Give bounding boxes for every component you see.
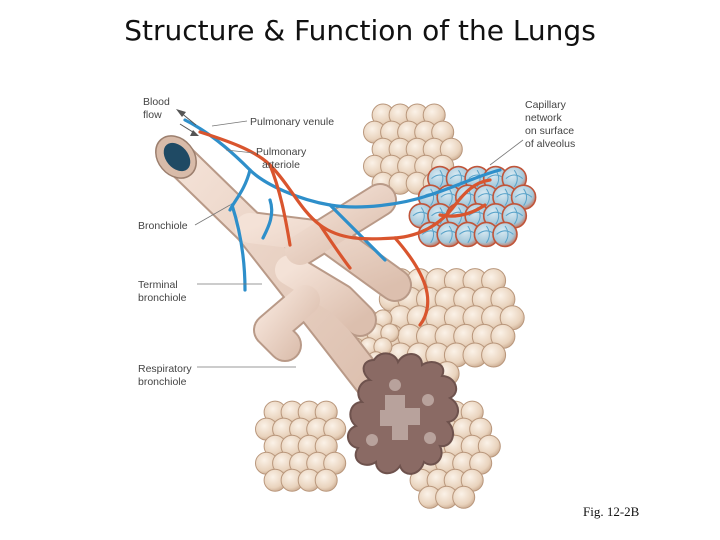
alveolar-sac-cross-section (347, 352, 459, 475)
capillary-line (505, 169, 524, 188)
capillary-network-sac (408, 165, 537, 248)
label-pulmonary-venule: Pulmonary venule (250, 116, 334, 128)
label-terminal-bronchiole: Terminal bronchiole (138, 279, 187, 304)
capillary-line (496, 225, 514, 244)
alveolus (492, 221, 518, 248)
pulmonary-arteriole (198, 130, 492, 327)
alveolar-sac-middle (378, 268, 525, 387)
alveolar-sac-lower-left (255, 309, 400, 492)
capillary-line (505, 207, 524, 225)
pulmonary-venule (183, 118, 502, 292)
alveolus (481, 342, 507, 368)
label-blood-flow: Blood flow (143, 96, 173, 121)
blood-flow-arrows (176, 109, 199, 136)
alveolus (314, 468, 338, 492)
figure-caption: Fig. 12-2B (583, 504, 640, 519)
label-capillary-network: Capillary network on surface of alveolus (525, 99, 577, 150)
bronchiole-opening (155, 135, 197, 179)
label-pulmonary-arteriole: Pulmonary arteriole (256, 146, 309, 171)
capillary-line (514, 188, 533, 206)
slide-title: Structure & Function of the Lungs (124, 14, 596, 47)
label-bronchiole: Bronchiole (138, 220, 188, 232)
label-respiratory-bronchiole: Respiratory bronchiole (138, 363, 195, 388)
alveolus (452, 485, 476, 509)
